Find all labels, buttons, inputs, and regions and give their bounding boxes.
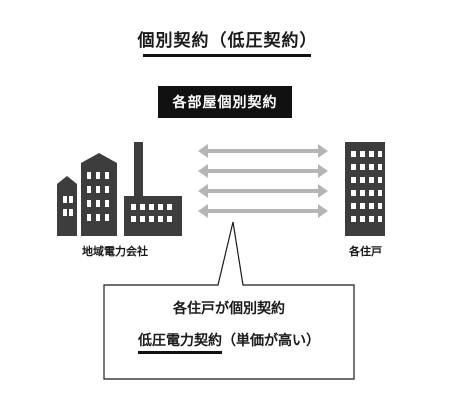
double-arrow-icon: [198, 204, 328, 218]
double-arrow-icon: [198, 184, 328, 198]
units-label: 各住戸: [349, 245, 382, 258]
contract-arrows: [198, 144, 328, 218]
diagram-title: 個別契約（低圧契約）: [137, 31, 318, 51]
low-voltage-contract-emphasis: 低圧電力契約: [138, 330, 222, 354]
callout-line-2: 低圧電力契約（単価が高い）: [104, 330, 354, 354]
factory-windows: [63, 172, 172, 222]
callout-line-1: 各住戸が個別契約: [173, 301, 285, 317]
contract-badge: 各部屋個別契約: [158, 86, 292, 118]
power-company-factory-icon: [57, 142, 182, 236]
unit-price-note: （単価が高い）: [222, 333, 320, 349]
power-company-label: 地域電力会社: [82, 245, 148, 258]
double-arrow-icon: [198, 164, 328, 178]
title-underline: [143, 54, 311, 57]
double-arrow-icon: [198, 144, 328, 158]
apartment-building-icon: [345, 142, 385, 236]
callout-bubble: [103, 221, 355, 380]
